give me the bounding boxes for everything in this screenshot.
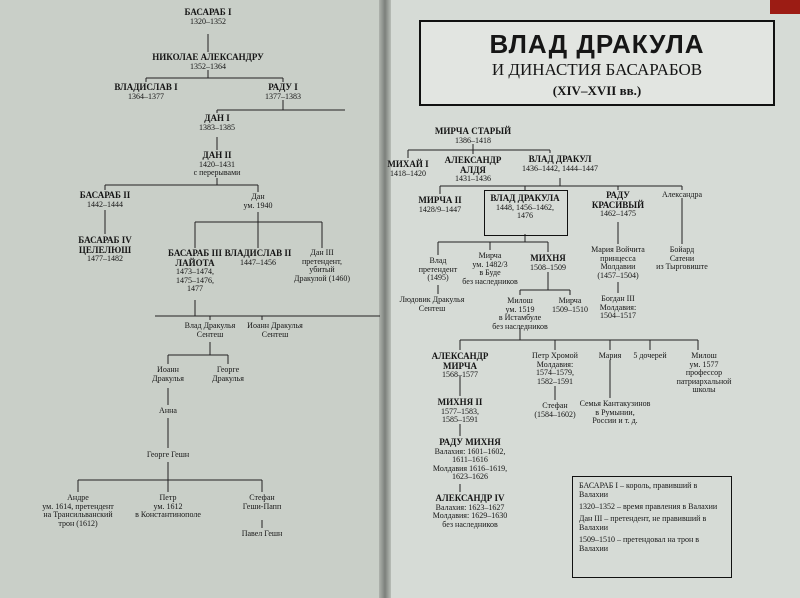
node-ioan-sentesh: Иоанн Дракулья Сентеш [247, 321, 303, 339]
legend-item: Дан III – претендент, не правивший в Вал… [579, 514, 707, 532]
title-sub: И ДИНАСТИЯ БАСАРАБОВ [491, 60, 703, 79]
node-vlad-sentesh: Влад Дракулья Сентеш [184, 321, 236, 339]
legend-item: 1320–1352 – время правления в Валахии [579, 502, 718, 511]
node-maria: Мария [598, 351, 622, 360]
node-five-daughters: 5 дочерей [633, 351, 667, 360]
node-pavel: Павел Гешн [241, 529, 283, 538]
node-aleksandra: Александра [661, 190, 703, 199]
left-page [0, 0, 385, 598]
title-main: ВЛАД ДРАКУЛА [489, 29, 705, 59]
node-stefan-geshi: Стефан Геши-Папп [242, 493, 282, 511]
node-george-geshi: Георге Гешн [146, 450, 190, 459]
title-box: ВЛАД ДРАКУЛА И ДИНАСТИЯ БАСАРАБОВ (XIV–X… [419, 20, 775, 106]
book-gutter [379, 0, 391, 598]
node-george-drakulya: Георге Дракулья [212, 365, 244, 383]
legend-item: 1509–1510 – претендовал на трон в Валахи… [579, 535, 699, 553]
background-object [770, 0, 800, 14]
legend-item: БАСАРАБ I – король, правивший в Валахии [579, 481, 698, 499]
node-ana: Анна [159, 406, 177, 415]
legend-box: БАСАРАБ I – король, правивший в Валахии … [572, 476, 732, 578]
node-ioan-drakulya: Иоанн Дракулья [152, 365, 184, 383]
vlad-drakula-highlight-box [484, 190, 568, 236]
node-stefan-r: Стефан(1584–1602) [534, 401, 576, 419]
node-ladislav-sentesh: Людовик Дракулья Сентеш [399, 295, 465, 313]
title-period: (XIV–XVII вв.) [552, 83, 642, 98]
